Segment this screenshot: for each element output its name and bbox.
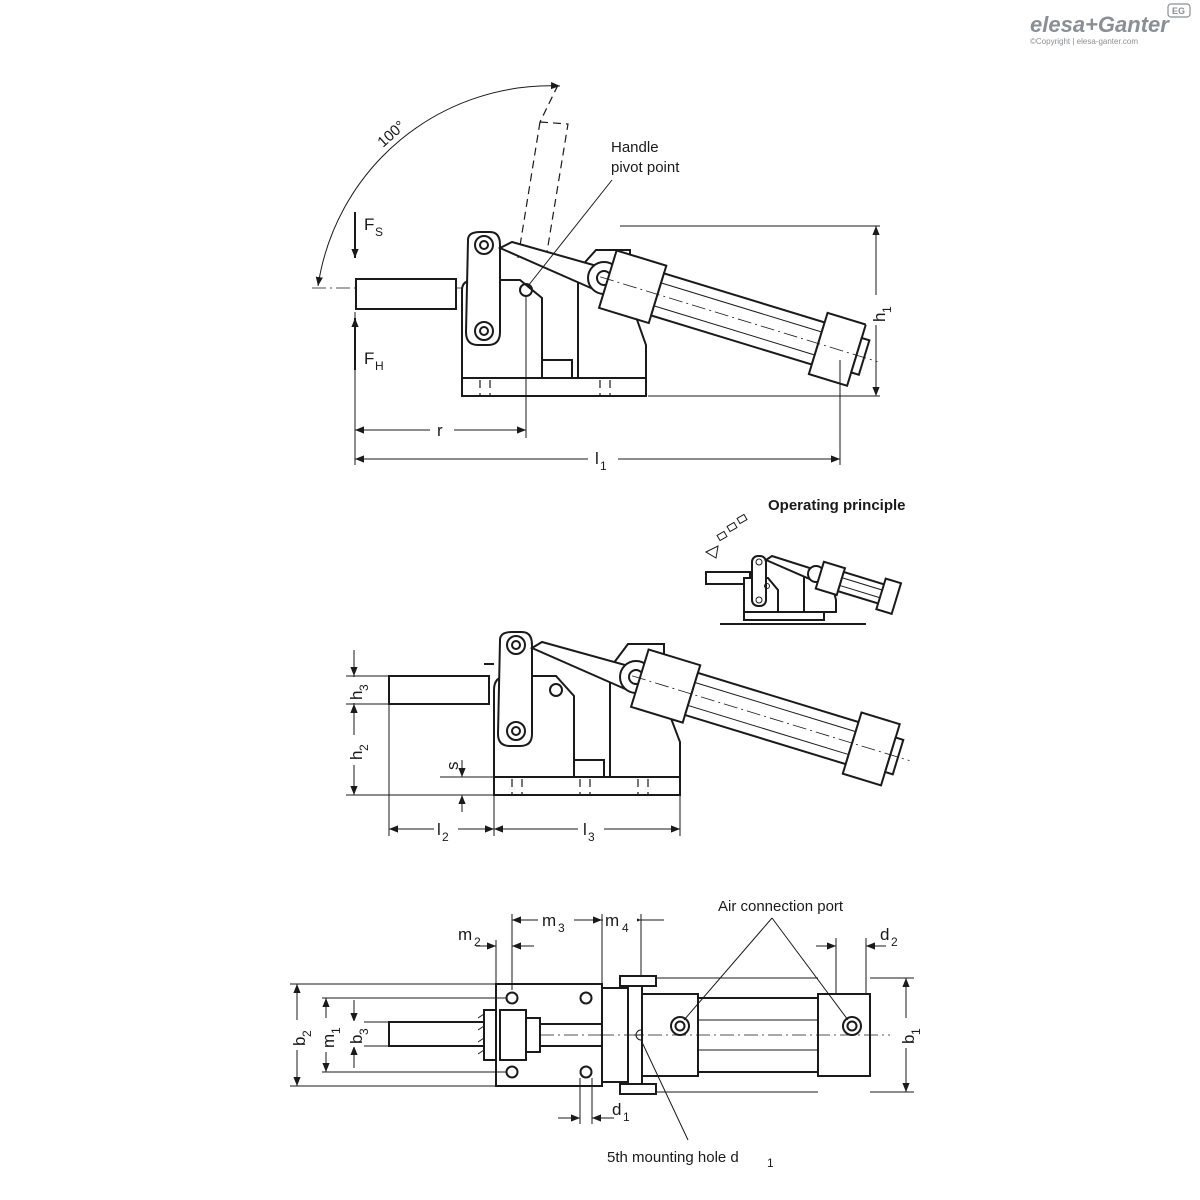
mount-hole [505, 991, 519, 1005]
badge-frame [1167, 3, 1191, 18]
mid-link-arm [496, 631, 533, 747]
dim-d2-label: d [880, 925, 889, 944]
dim-d1-sub: 1 [623, 1110, 630, 1124]
callout-hole-sub: 1 [767, 1156, 774, 1170]
dim-d1-label: d [612, 1100, 621, 1119]
dim-b2-sub: 2 [300, 1030, 314, 1037]
force-s-sub: S [375, 225, 383, 239]
logo-text: elesa+Ganter [1030, 12, 1170, 37]
dim-m4-label: m [605, 911, 619, 930]
dim-m1-label: m [319, 1034, 338, 1048]
operating-principle-title: Operating principle [768, 497, 906, 514]
mid-spindle [388, 675, 490, 705]
dim-h1-label: h [870, 313, 889, 322]
callout-handle-line2: pivot point [611, 159, 680, 176]
mount-hole [505, 1065, 519, 1079]
mid-base-plate [493, 776, 681, 796]
link-arm [464, 231, 501, 346]
middle-side-view: h 3 h 2 s l 2 l 3 [344, 631, 910, 844]
dim-l2-label: l [437, 820, 441, 839]
dim-m4-sub: 4 [622, 921, 629, 935]
logo-badge: EG [1172, 6, 1185, 16]
operating-principle: Operating principle [704, 497, 906, 625]
dim-d2-sub: 2 [891, 935, 898, 949]
force-h-sub: H [375, 359, 384, 373]
dim-l3-label: l [583, 820, 587, 839]
dim-h1-sub: 1 [880, 306, 894, 313]
callout-hole: 5th mounting hole d [607, 1149, 739, 1166]
dim-l2-sub: 2 [442, 830, 449, 844]
callout-handle-leader [527, 179, 613, 287]
mount-hole [579, 1065, 593, 1079]
force-s-label: F [364, 215, 374, 234]
force-h-label: F [364, 349, 374, 368]
pneumatic-cylinder [597, 249, 878, 388]
dim-m2-label: m [458, 925, 472, 944]
callout-air: Air connection port [718, 898, 844, 915]
brand-logo: elesa+Ganter ©Copyright | elesa-ganter.c… [1030, 3, 1191, 46]
dim-m2-sub: 2 [474, 935, 481, 949]
dim-s-label: s [443, 762, 462, 771]
dim-l3-sub: 3 [588, 830, 595, 844]
angle-arc [315, 82, 561, 287]
dim-b1-label: b [899, 1035, 918, 1044]
dim-l1-label: l [595, 449, 599, 468]
dim-m3-label: m [542, 911, 556, 930]
dim-h3-label: h [347, 691, 366, 700]
callout-handle-line1: Handle [611, 139, 659, 156]
dim-b3-sub: 3 [357, 1028, 371, 1035]
dim-b3-label: b [347, 1035, 366, 1044]
dim-h2-sub: 2 [357, 744, 371, 751]
side-view: 100° [312, 82, 894, 473]
top-view: Air connection port 5th mounting hole d … [287, 898, 923, 1170]
raised-handle-ghost [517, 121, 569, 259]
dim-m3-sub: 3 [558, 921, 565, 935]
dim-r-label: r [437, 421, 443, 440]
dim-h3-sub: 3 [357, 684, 371, 691]
air-port-front [670, 1016, 690, 1036]
dim-b1-sub: 1 [909, 1028, 923, 1035]
angle-label: 100° [374, 118, 408, 151]
dim-h2-label: h [347, 751, 366, 760]
air-port-rear [842, 1016, 862, 1036]
top-spindle [388, 1021, 494, 1047]
clamp-spindle [355, 278, 457, 310]
mid-pneumatic-cylinder [629, 648, 910, 787]
mount-hole [579, 991, 593, 1005]
dim-m1-sub: 1 [329, 1027, 343, 1034]
dim-b2-label: b [290, 1037, 309, 1046]
copyright-text: ©Copyright | elesa-ganter.com [1030, 37, 1138, 46]
dim-l1-sub: 1 [600, 459, 607, 473]
